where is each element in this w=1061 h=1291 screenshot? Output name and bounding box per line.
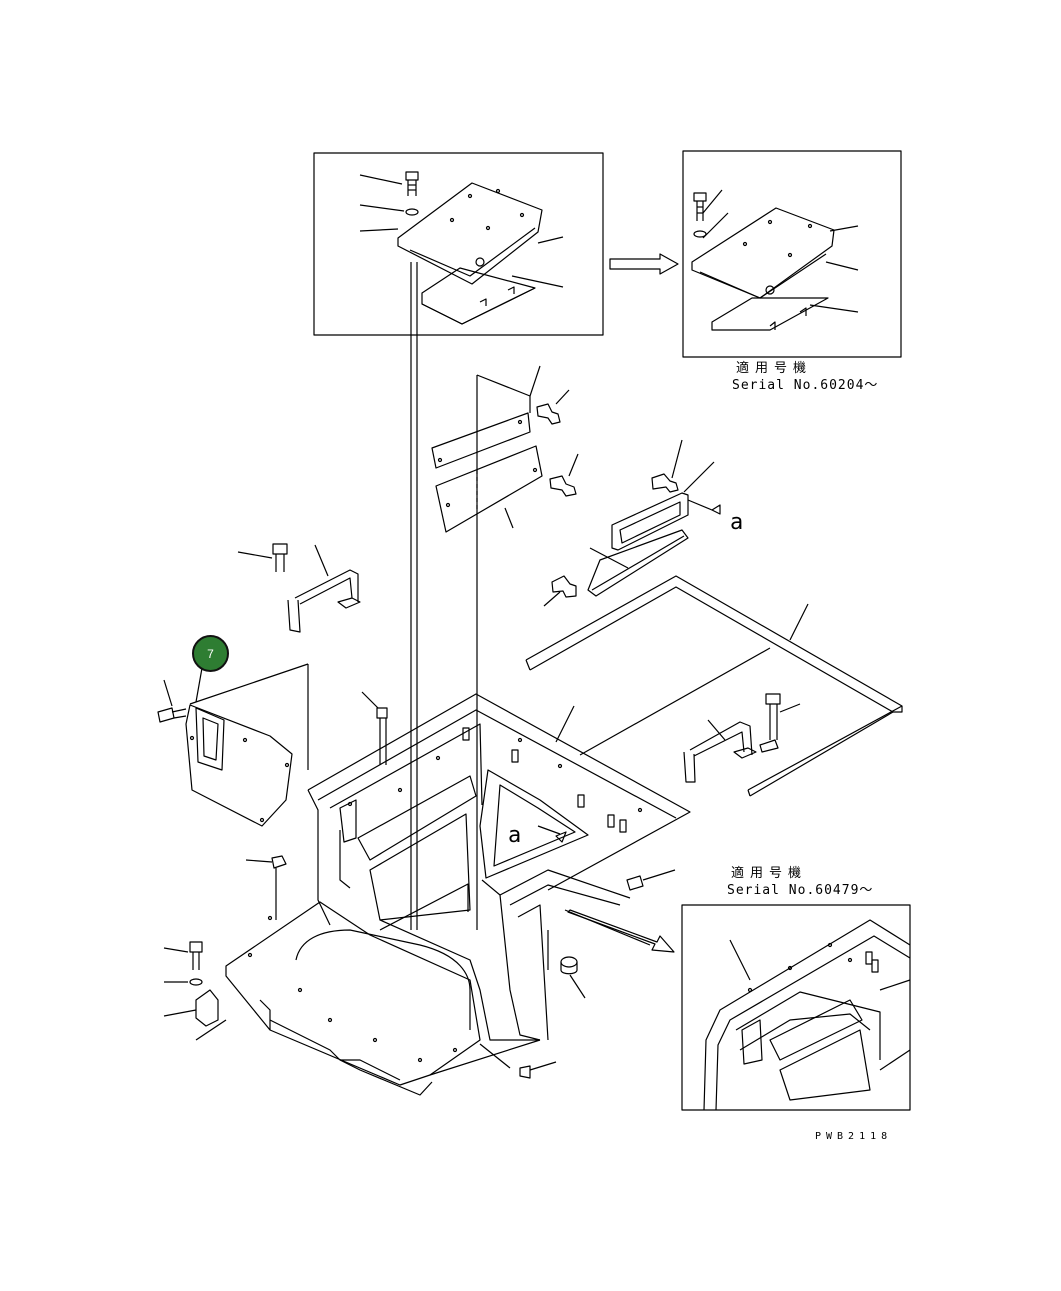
left-side-cover: [157, 663, 309, 827]
top-frame-rail: [525, 575, 903, 797]
serial-label-top-ja: 適用号機: [736, 361, 813, 376]
grab-handle-left: [237, 543, 361, 633]
small-fasteners: [163, 691, 676, 1079]
part-callout-7[interactable]: 7: [192, 635, 229, 672]
drawing-code: PWB2118: [815, 1131, 893, 1142]
arrow-to-bottom-inset: [567, 909, 675, 953]
serial-label-bottom-ja: 適用号機: [731, 866, 808, 881]
arrow-to-right-inset: [609, 253, 679, 275]
main-frame: [225, 693, 691, 1096]
serial-label-top-number: Serial No.60204～: [732, 378, 879, 393]
inset-top-center: [313, 152, 604, 336]
inset-bottom-right: [681, 904, 911, 1111]
access-cover: [543, 439, 721, 607]
side-cover-plates: [431, 365, 579, 533]
inset-top-right: [682, 150, 902, 358]
view-marker-a-main: a: [508, 823, 522, 848]
view-marker-a-top: a: [730, 510, 744, 535]
serial-label-bottom-number: Serial No.60479～: [727, 883, 874, 898]
grab-handle-right: [683, 693, 801, 783]
